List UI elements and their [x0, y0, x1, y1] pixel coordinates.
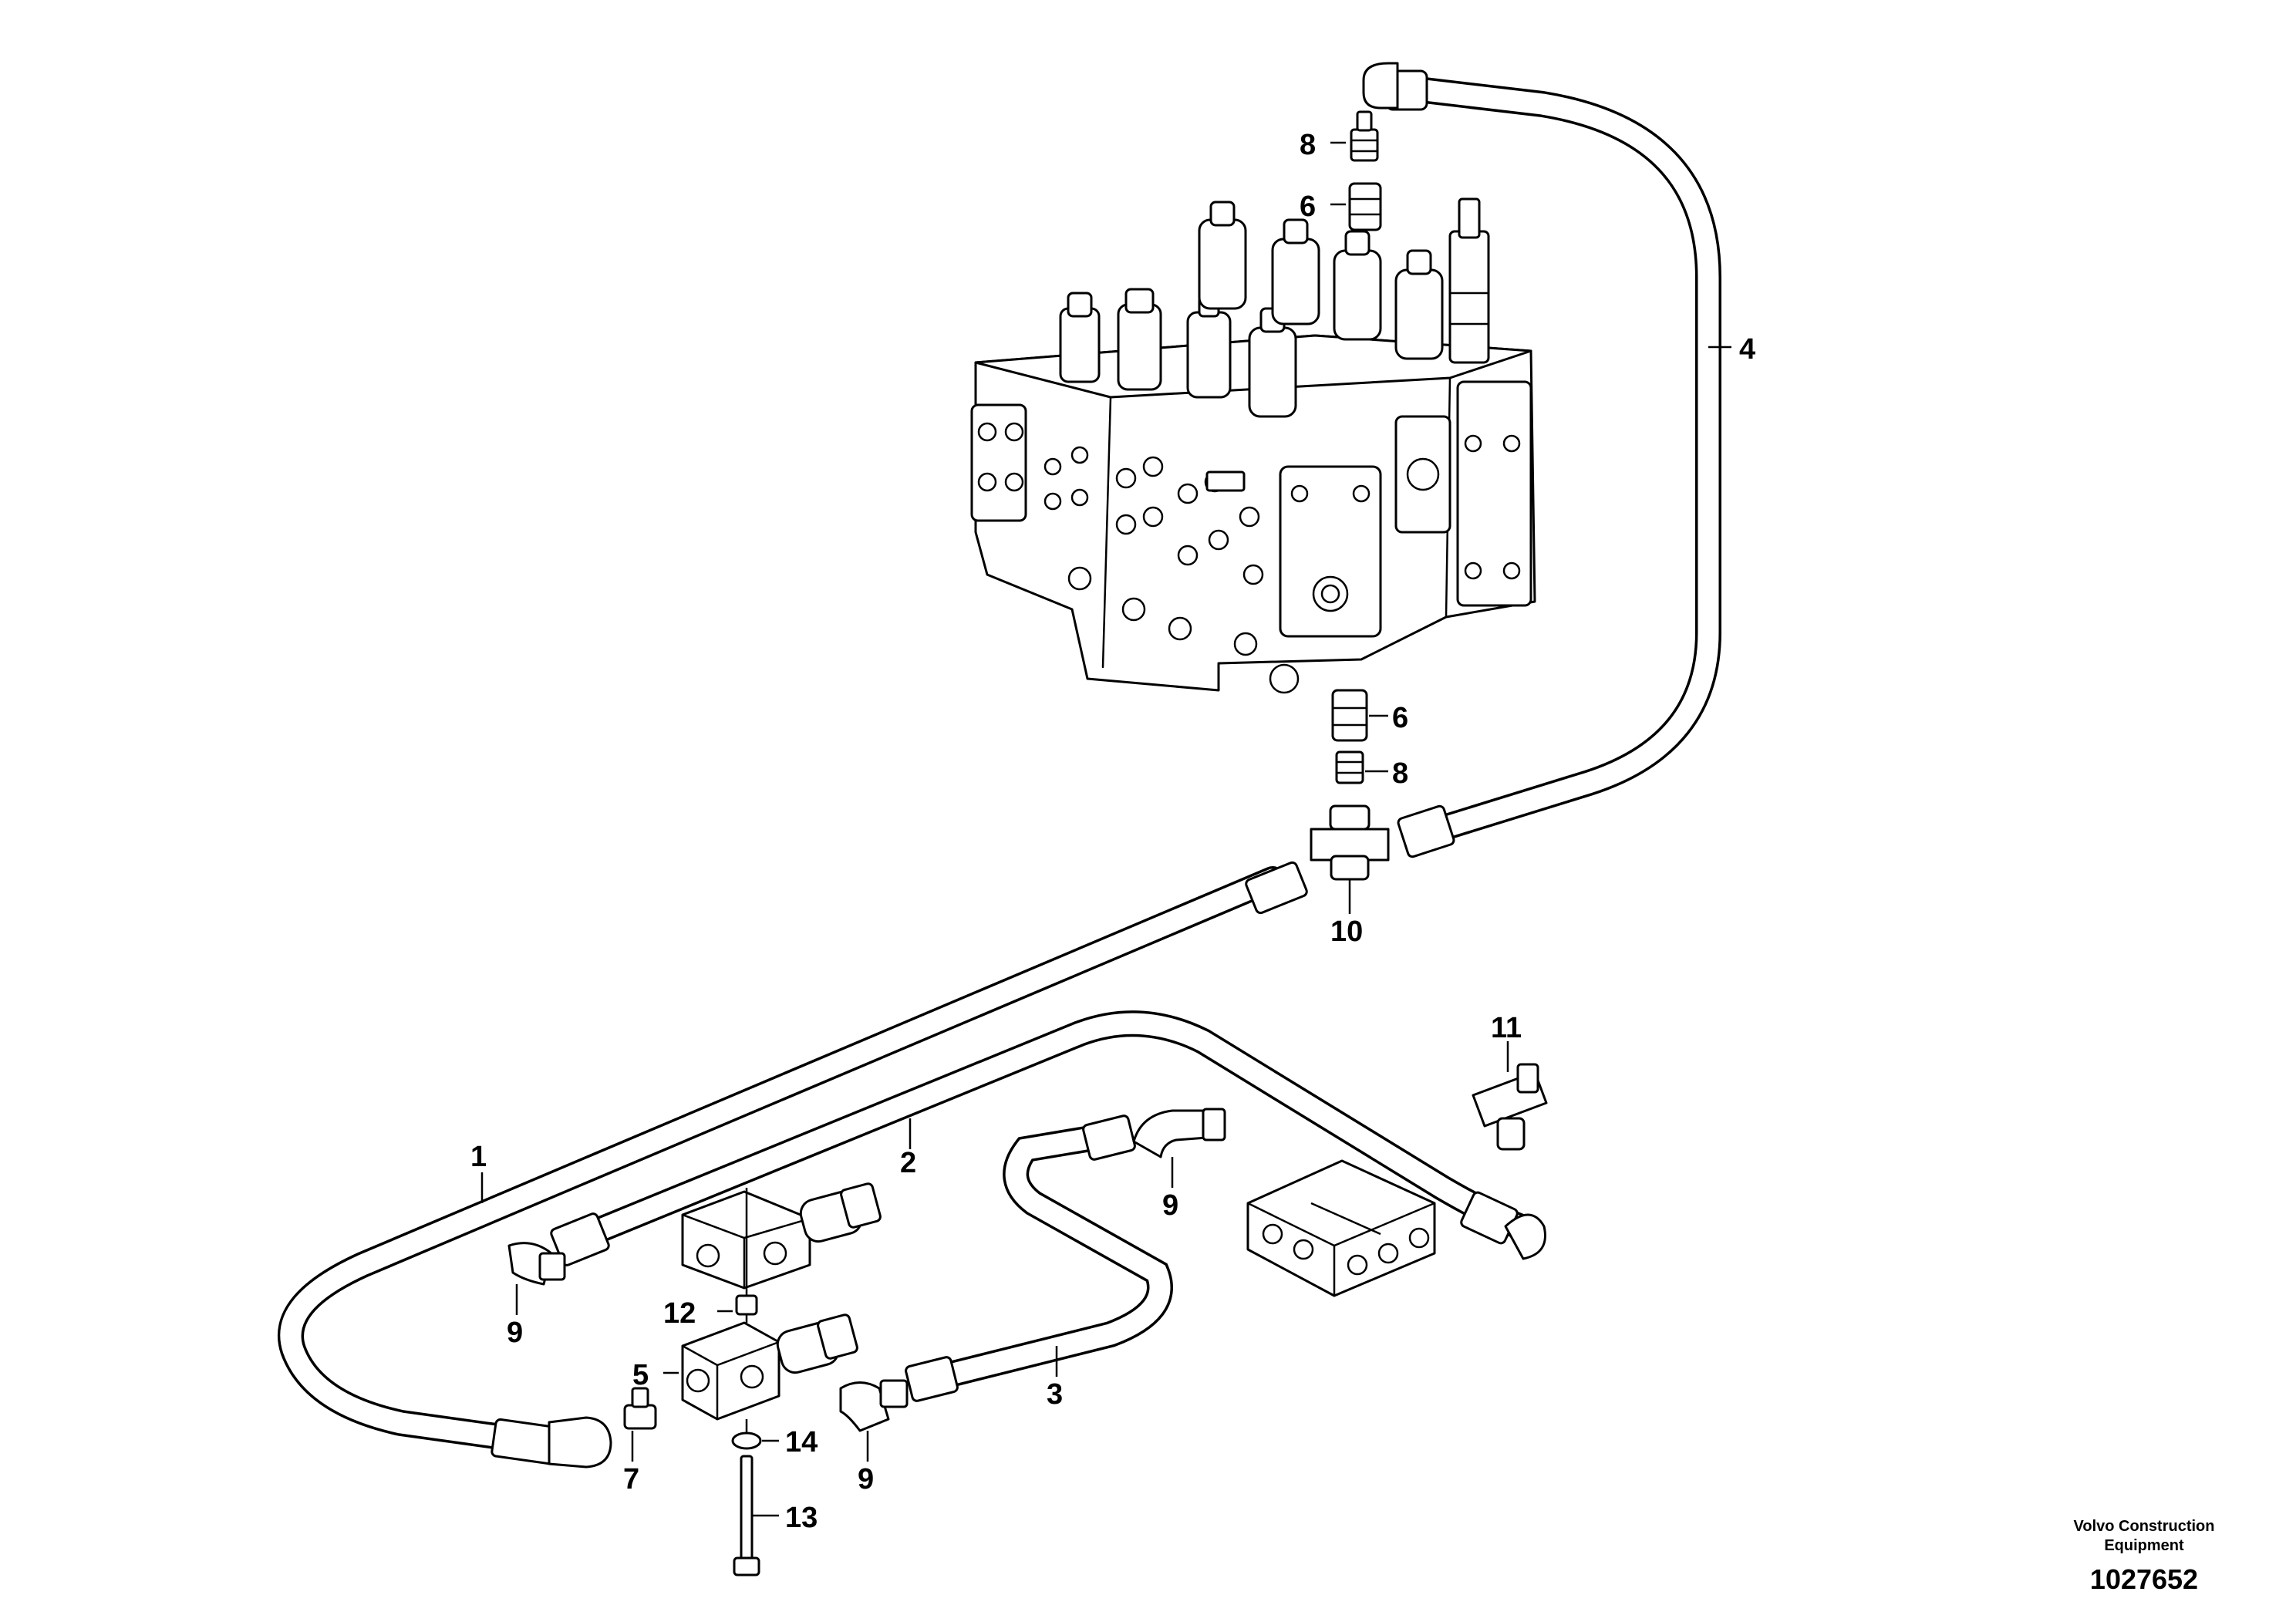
callout-7: 7 — [623, 1463, 639, 1496]
callout-8-bottom: 8 — [1392, 757, 1408, 790]
hose-3 — [905, 1114, 1173, 1402]
footer-block: Volvo Construction Equipment 1027652 — [2074, 1518, 2215, 1595]
callout-10: 10 — [1330, 916, 1363, 948]
fitting-6-bottom — [1331, 689, 1368, 742]
callout-8-top: 8 — [1300, 129, 1316, 161]
bolt-13 — [733, 1455, 760, 1576]
adapter-7 — [623, 1387, 657, 1430]
callout-9-right: 9 — [858, 1463, 874, 1496]
callout-13: 13 — [785, 1502, 818, 1534]
washer-14 — [731, 1431, 762, 1450]
control-valve-block — [970, 197, 1536, 694]
callout-6-top: 6 — [1300, 191, 1316, 223]
callout-labels: 8 6 4 6 8 10 11 1 2 9 9 12 5 3 7 14 9 13 — [470, 129, 1755, 1534]
callout-5: 5 — [632, 1359, 649, 1391]
valve-block-5 — [681, 1313, 858, 1421]
callout-3: 3 — [1047, 1378, 1063, 1411]
hose-2 — [550, 1010, 1546, 1266]
hose-4 — [1362, 62, 1721, 858]
tee-10 — [1310, 804, 1390, 881]
manifold-block — [1246, 1159, 1436, 1297]
washer-12 — [735, 1294, 758, 1316]
elbow-9-left — [507, 1242, 566, 1286]
drawing-number: 1027652 — [2090, 1563, 2198, 1595]
callout-9-left: 9 — [507, 1317, 523, 1349]
callout-4: 4 — [1739, 333, 1755, 366]
adapter-8-top — [1350, 110, 1379, 162]
tee-11 — [1472, 1063, 1548, 1151]
elbow-9-right — [839, 1379, 909, 1432]
hose-1 — [277, 861, 1308, 1469]
callout-6-bottom: 6 — [1392, 702, 1408, 734]
callout-2: 2 — [900, 1147, 916, 1179]
company-name-line2: Equipment — [2104, 1537, 2184, 1554]
company-name-line1: Volvo Construction — [2074, 1518, 2215, 1535]
valve-upper — [681, 1182, 882, 1290]
adapter-8-bottom — [1335, 750, 1364, 784]
callout-9-mid: 9 — [1162, 1189, 1178, 1222]
callout-11: 11 — [1491, 1012, 1522, 1044]
callout-12: 12 — [663, 1297, 696, 1330]
leader-lines — [480, 141, 1731, 1517]
callout-14: 14 — [785, 1426, 818, 1458]
elbow-9-mid — [1132, 1108, 1226, 1158]
fitting-6-top — [1348, 182, 1382, 231]
callout-1: 1 — [470, 1141, 487, 1173]
